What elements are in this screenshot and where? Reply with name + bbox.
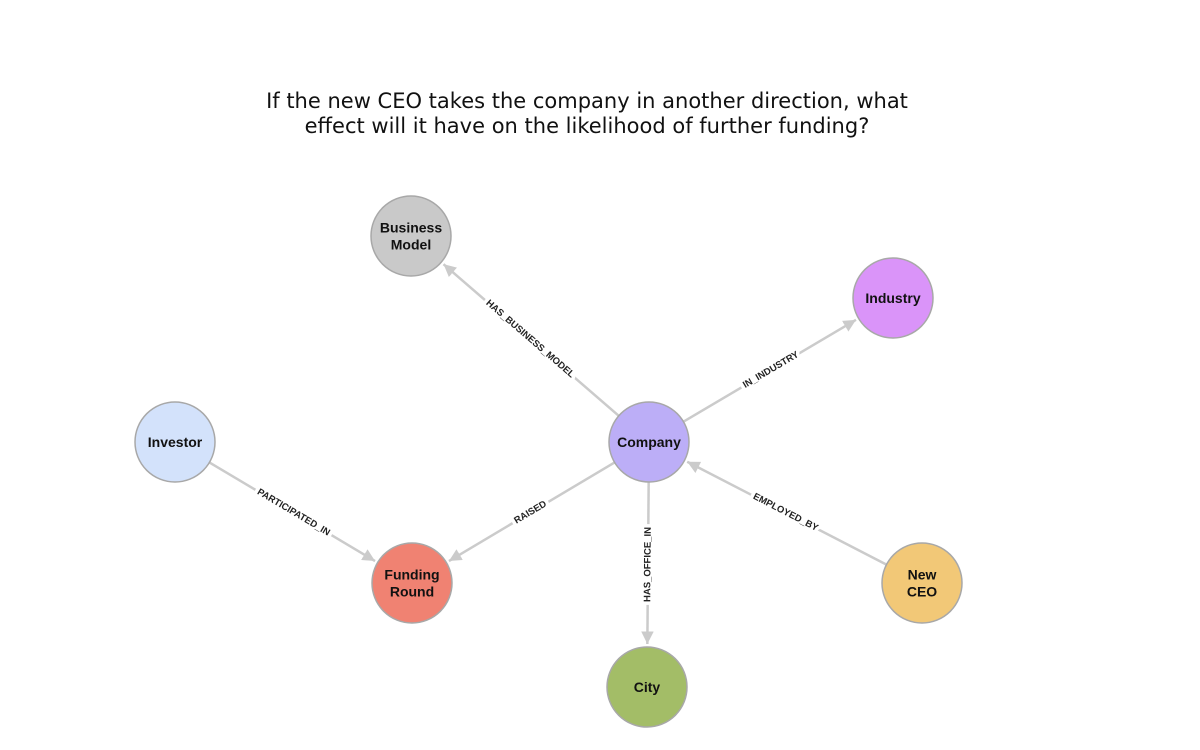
edge-label: HAS_BUSINESS_MODEL [483, 298, 576, 381]
edge-label: RAISED [512, 499, 549, 527]
edge-line [442, 263, 620, 417]
node-label: Company [617, 434, 681, 450]
node-label: Funding [384, 567, 439, 583]
node-company[interactable]: Company [608, 401, 690, 483]
node-circle[interactable] [134, 401, 216, 483]
node-label: Investor [148, 434, 203, 450]
node-circle[interactable] [371, 542, 453, 624]
node-label: Industry [865, 290, 920, 306]
edge-line [641, 481, 654, 645]
edge-label: IN_INDUSTRY [741, 349, 801, 391]
edge-has-office-in: HAS_OFFICE_IN [639, 481, 657, 645]
edge-line [208, 461, 376, 563]
edge-line [686, 460, 888, 566]
edge-employed-by: EMPLOYED_BY [686, 460, 888, 566]
node-city[interactable]: City [606, 646, 688, 728]
node-industry[interactable]: Industry [852, 257, 934, 339]
node-label: City [634, 679, 661, 695]
node-circle[interactable] [852, 257, 934, 339]
edge-raised: RAISED [448, 461, 616, 563]
edge-label: EMPLOYED_BY [751, 491, 820, 534]
edge-line [682, 318, 857, 423]
node-circle[interactable] [608, 401, 690, 483]
node-circle[interactable] [881, 542, 963, 624]
question-line-1: If the new CEO takes the company in anot… [266, 89, 908, 113]
edge-line [448, 461, 616, 563]
node-label: Business [380, 220, 442, 236]
edge-label: HAS_OFFICE_IN [642, 527, 654, 602]
edge-has-business-model: HAS_BUSINESS_MODEL [442, 263, 620, 417]
node-label: Model [391, 237, 431, 253]
edge-participated-in: PARTICIPATED_IN [208, 461, 376, 563]
question-title: If the new CEO takes the company in anot… [0, 89, 1174, 139]
node-label: Round [390, 584, 434, 600]
node-circle[interactable] [370, 195, 452, 277]
node-investor[interactable]: Investor [134, 401, 216, 483]
node-label: CEO [907, 584, 937, 600]
edge-label: PARTICIPATED_IN [255, 487, 332, 539]
question-line-2: effect will it have on the likelihood of… [304, 114, 870, 138]
edge-in-industry: IN_INDUSTRY [682, 318, 857, 423]
node-label: New [908, 567, 937, 583]
node-circle[interactable] [606, 646, 688, 728]
